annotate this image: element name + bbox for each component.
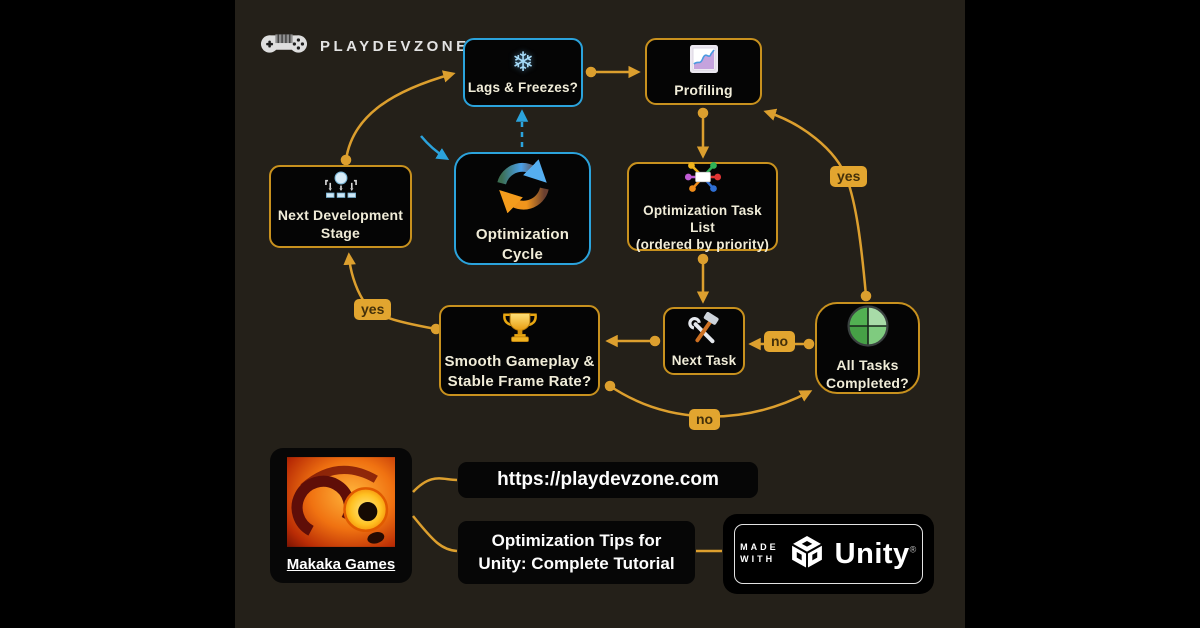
hammer-wrench-icon [687,312,721,349]
node-smooth-gameplay: Smooth Gameplay & Stable Frame Rate? [439,305,600,396]
trophy-icon [501,310,539,349]
gamepad-icon [260,26,308,67]
node-label: Optimization Task List (ordered by prior… [629,202,776,254]
node-label-line: (ordered by priority) [635,237,770,253]
node-label: Lags & Freezes? [467,79,579,95]
pie-quadrant-icon [845,303,891,354]
node-label: Optimization Cycle [475,226,570,263]
edge-nextstage-to-lags [340,70,456,166]
snowflake-icon: ❄ [511,46,535,77]
edge-label-yes-left: yes [354,299,392,321]
unity-cube-icon [789,533,825,576]
made-with-line: WITH [740,554,776,564]
makaka-games-link[interactable]: Makaka Games [286,556,396,573]
node-label-line: Optimization Task List [643,202,762,235]
unity-badge-frame: MADE WITH Unity® [734,524,923,584]
node-label: Next Development Stage [278,207,403,243]
node-all-tasks-completed: All Tasks Completed? [815,302,920,394]
made-with-line: MADE [740,542,779,553]
stage-hierarchy-icon [321,171,361,204]
made-with-text: MADE WITH [740,542,779,565]
edge-label-yes-right: yes [830,166,868,188]
makaka-monkey-logo [287,457,395,552]
cycle-pointer-arrow [420,135,450,160]
site-url-pill[interactable]: https://playdevzone.com [458,462,758,498]
node-lags-freezes: ❄ Lags & Freezes? [463,38,583,107]
edge-alltasks-to-profiling-yes [763,108,872,302]
node-profiling: Profiling [645,38,762,105]
node-label-line: All Tasks [836,357,899,374]
unity-wordmark: Unity® [835,538,917,571]
node-optimization-task-list: Optimization Task List (ordered by prior… [627,160,778,254]
priority-hub-icon [682,160,724,199]
cycle-arrows-icon [490,153,556,222]
made-with-unity-badge: MADE WITH Unity® [723,514,934,594]
node-optimization-cycle: Optimization Cycle [454,152,591,265]
node-label-line: Next Development [277,206,404,223]
site-url-text: https://playdevzone.com [497,469,719,490]
connector-makaka-to-url [412,477,458,493]
unity-reg-mark: ® [909,543,917,554]
edge-label-no-bottom: no [689,409,721,431]
node-label: Smooth Gameplay & Stable Frame Rate? [444,352,594,390]
tutorial-title-line: Unity: Complete Tutorial [478,553,675,573]
chart-icon [689,44,719,79]
tutorial-title-line: Optimization Tips for [491,531,662,551]
node-label-line: Stage [320,224,361,241]
connector-makaka-to-tutorial [412,515,458,553]
node-label: Next Task [671,353,737,369]
node-label: Profiling [674,81,733,98]
node-label: All Tasks Completed? [826,357,909,393]
tutorial-title-pill: Optimization Tips for Unity: Complete Tu… [458,521,695,584]
node-label-line: Smooth Gameplay & [444,353,595,371]
makaka-games-card: Makaka Games [270,448,412,583]
node-label-line: Stable Frame Rate? [447,372,592,390]
brand-logo: PLAYDEVZONE [260,26,470,67]
edge-label-no-right: no [764,331,796,353]
node-next-task: Next Task [663,307,745,375]
node-next-development-stage: Next Development Stage [269,165,412,248]
unity-name: Unity [834,537,910,570]
node-label-line: Completed? [826,375,909,391]
brand-name: PLAYDEVZONE [320,38,470,55]
